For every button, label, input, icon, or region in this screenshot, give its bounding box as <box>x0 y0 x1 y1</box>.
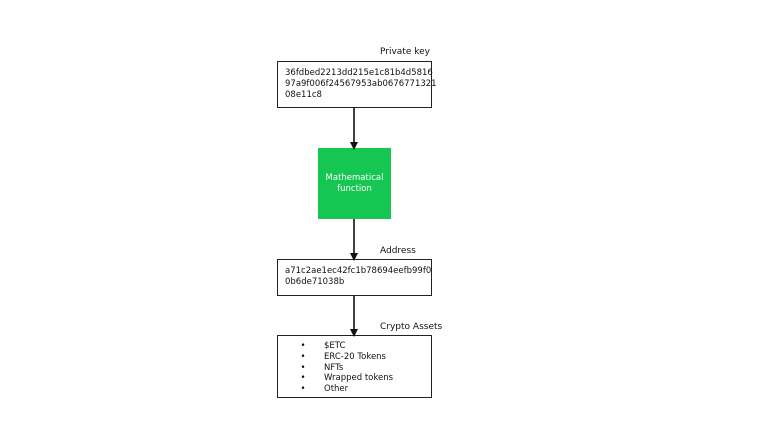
asset-item-label: Wrapped tokens <box>324 373 394 383</box>
private-key-box: 36fdbed2213dd215e1c81b4d5816 97a9f006f24… <box>277 61 437 108</box>
asset-item-label: NFTs <box>324 363 344 373</box>
function-label-line-1: Mathematical <box>325 172 384 183</box>
private-key-text: 36fdbed2213dd215e1c81b4d5816 97a9f006f24… <box>285 68 437 101</box>
address-line-2: 0b6de71038b <box>285 277 345 287</box>
private-key-line-3: 08e11c8 <box>285 90 322 100</box>
bullet-icon: • <box>300 384 306 394</box>
crypto-assets-caption: Crypto Assets <box>380 322 443 332</box>
mathematical-function-box: Mathematical function <box>318 148 391 219</box>
address-line-1: a71c2ae1ec42fc1b78694eefb99f0 <box>285 266 432 276</box>
address-text: a71c2ae1ec42fc1b78694eefb99f0 0b6de71038… <box>285 266 431 288</box>
bullet-icon: • <box>300 363 306 373</box>
asset-item-label: $ETC <box>324 341 346 351</box>
mathematical-function-label: Mathematical function <box>326 173 384 195</box>
address-box: a71c2ae1ec42fc1b78694eefb99f0 0b6de71038… <box>277 259 432 296</box>
private-key-line-1: 36fdbed2213dd215e1c81b4d5816 <box>285 68 433 78</box>
bullet-icon: • <box>300 341 306 351</box>
bullet-icon: • <box>300 373 306 383</box>
address-caption: Address <box>380 246 416 256</box>
asset-item-label: Other <box>324 384 349 394</box>
private-key-caption: Private key <box>380 47 430 57</box>
private-key-line-2: 97a9f006f24567953ab0676771321 <box>285 79 437 89</box>
bullet-icon: • <box>300 352 306 362</box>
asset-item-label: ERC-20 Tokens <box>324 352 386 362</box>
function-label-line-2: function <box>337 183 372 194</box>
